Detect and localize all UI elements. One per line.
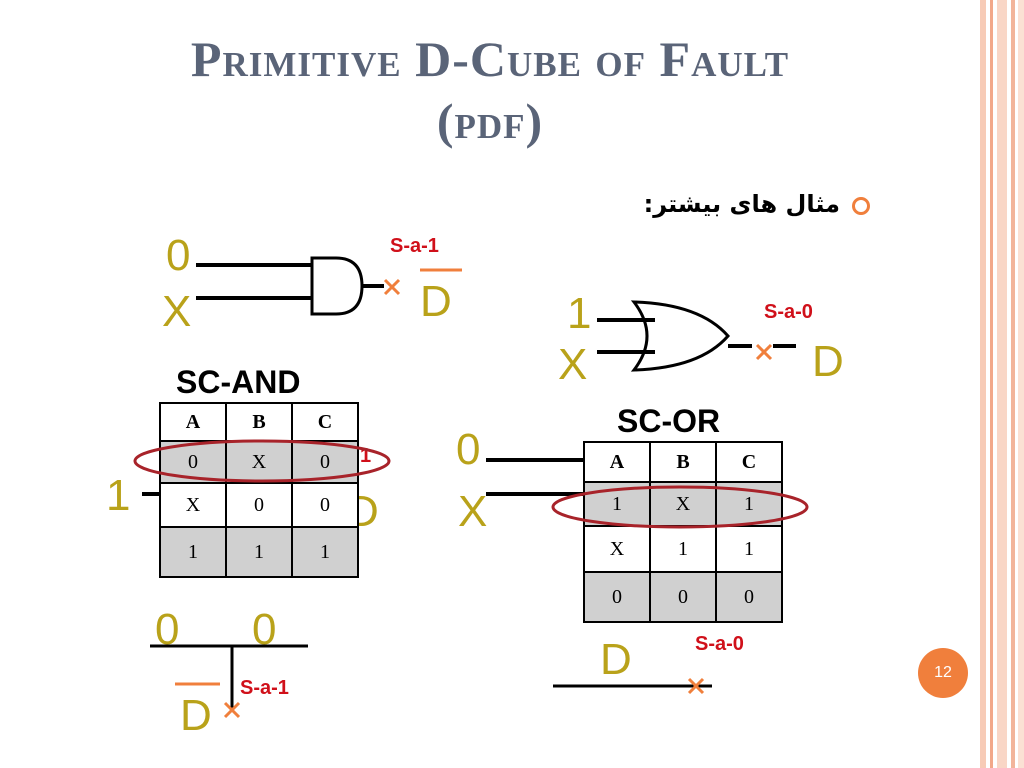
table-cell: X xyxy=(159,482,227,528)
page-number-badge: 12 xyxy=(918,648,968,698)
or-fault-x-icon xyxy=(755,343,773,361)
table-cell: 1 xyxy=(291,526,359,578)
and-gate xyxy=(196,256,384,316)
hidden-left-one: 1 xyxy=(106,471,131,520)
and-output-d: D xyxy=(420,277,452,326)
table-row: X 0 0 xyxy=(159,482,359,528)
and-input-b: X xyxy=(162,287,192,336)
table-cell: 0 xyxy=(583,571,651,623)
hidden-mid-x: X xyxy=(458,487,488,536)
table-cell: 1 xyxy=(715,525,783,573)
or-input-a: 1 xyxy=(567,289,592,338)
table-row: 0 0 0 xyxy=(583,571,783,623)
and-fault-x-icon xyxy=(383,278,401,296)
hidden-mid-zero: 0 xyxy=(456,425,481,474)
branch-input-a: 0 xyxy=(155,605,180,654)
sc-or-highlight-ellipse xyxy=(551,485,809,529)
table-cell: 1 xyxy=(225,526,293,578)
or-input-b: X xyxy=(558,340,588,389)
branch-fault-label: S-a-1 xyxy=(240,677,289,699)
and-fault-label: S-a-1 xyxy=(390,235,439,257)
table-row: 0 X 0 xyxy=(159,440,359,484)
branch-output-d: D xyxy=(180,691,212,740)
wire-fault-label: S-a-0 xyxy=(695,633,744,655)
or-gate xyxy=(597,300,796,372)
circle-bullet-icon xyxy=(852,197,870,215)
sc-or-heading: SC-OR xyxy=(617,403,721,439)
table-cell: 0 xyxy=(225,482,293,528)
sc-and-highlight-ellipse xyxy=(133,439,391,483)
wire-output-d: D xyxy=(600,635,632,684)
bullet-text: مثال های بیشتر: xyxy=(643,190,840,218)
sc-and-header-b: B xyxy=(225,402,293,442)
branch-fault-x-icon xyxy=(223,701,241,719)
sc-and-table: A B C 0 X 0 X 0 0 1 1 1 xyxy=(159,402,359,578)
branch-input-b: 0 xyxy=(252,605,277,654)
slide-title-line2: (pdf) xyxy=(436,93,544,149)
slide-title: Primitive D-Cube of Fault xyxy=(190,31,790,87)
table-row: X 1 1 xyxy=(583,525,783,573)
or-output-d: D xyxy=(812,337,844,386)
sc-and-header-c: C xyxy=(291,402,359,442)
table-cell: 0 xyxy=(715,571,783,623)
sc-or-header-c: C xyxy=(715,441,783,483)
wire-fault-x-icon xyxy=(687,677,705,695)
table-cell: 0 xyxy=(291,482,359,528)
table-cell: X xyxy=(583,525,651,573)
sc-and-header-a: A xyxy=(159,402,227,442)
sc-and-heading: SC-AND xyxy=(176,364,301,400)
and-input-a: 0 xyxy=(166,231,191,280)
hidden-left-fault: 1 xyxy=(360,445,372,467)
sc-or-header-a: A xyxy=(583,441,651,483)
table-cell: 0 xyxy=(649,571,717,623)
table-row: 1 1 1 xyxy=(159,526,359,578)
branch-wire xyxy=(150,644,308,712)
table-cell: 1 xyxy=(649,525,717,573)
decorative-stripes xyxy=(976,0,1024,768)
or-fault-label: S-a-0 xyxy=(764,301,813,323)
sc-or-header-b: B xyxy=(649,441,717,483)
table-cell: 1 xyxy=(159,526,227,578)
